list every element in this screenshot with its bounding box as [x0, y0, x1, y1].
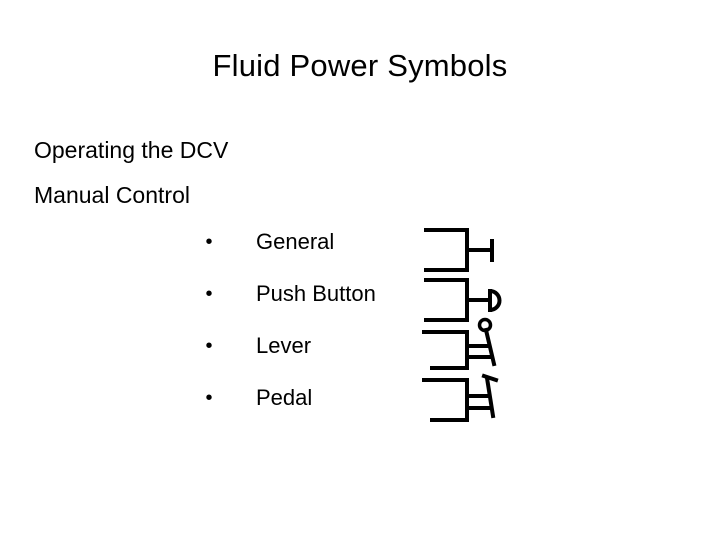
- list-item-label: Lever: [256, 333, 312, 358]
- bullet-marker-icon: •: [205, 231, 213, 253]
- list-item-pedal: • Pedal: [200, 381, 530, 415]
- list-item-label: Push Button: [256, 281, 376, 306]
- page-title: Fluid Power Symbols: [212, 48, 508, 83]
- heading-operating-the-dcv: Operating the DCV: [34, 137, 229, 163]
- list-item-general: • General: [200, 225, 530, 259]
- general-actuator-symbol: [420, 222, 510, 278]
- bullet-marker-icon: •: [205, 387, 213, 409]
- list-item-push-button: • Push Button: [200, 277, 530, 311]
- bullet-marker-icon: •: [205, 335, 213, 357]
- list-item-lever: • Lever: [200, 329, 530, 363]
- lever-actuator-symbol: [420, 316, 510, 372]
- push-button-actuator-symbol: [420, 272, 510, 328]
- list-item-label: General: [256, 229, 335, 254]
- list-item-label: Pedal: [256, 385, 313, 410]
- pedal-actuator-symbol: [420, 370, 510, 426]
- bullet-marker-icon: •: [205, 283, 213, 305]
- heading-manual-control: Manual Control: [34, 182, 190, 208]
